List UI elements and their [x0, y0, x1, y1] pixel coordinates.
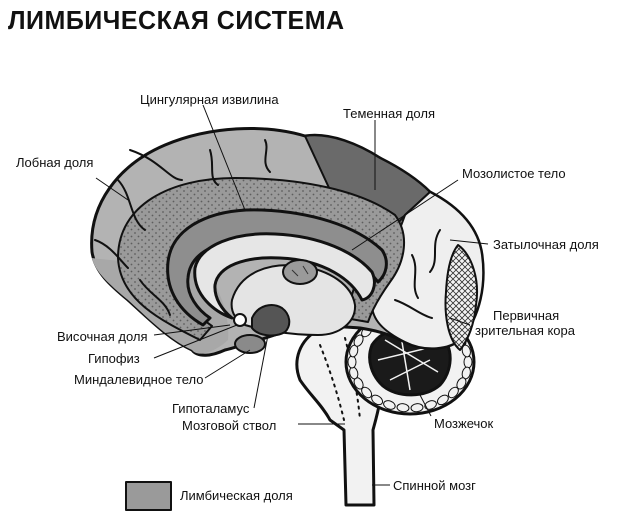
legend-swatch — [125, 481, 172, 511]
cerebellum-folium — [461, 344, 471, 358]
label-corpus-callosum: Мозолистое тело — [462, 166, 566, 181]
cerebellum-folium — [383, 400, 396, 410]
label-pituitary: Гипофиз — [88, 351, 140, 366]
cerebellum-folium — [424, 400, 437, 410]
cerebellum-folium — [456, 377, 467, 390]
label-spinal-cord: Спинной мозг — [393, 478, 476, 493]
cerebellum-folium — [347, 355, 357, 369]
label-amygdala: Миндалевидное тело — [74, 372, 203, 387]
label-hypothalamus: Гипоталамус — [172, 401, 250, 416]
cerebellum-folium — [371, 394, 384, 406]
cerebellum-folium — [436, 394, 449, 406]
cerebellum-folium — [396, 403, 410, 413]
primary-visual-cortex-shape — [444, 244, 478, 351]
amygdala-shape — [234, 334, 266, 354]
legend-label: Лимбическая доля — [180, 488, 293, 503]
page-title: ЛИМБИЧЕСКАЯ СИСТЕМА — [8, 6, 345, 36]
cerebellum-folium — [410, 403, 424, 413]
legend: Лимбическая доля — [125, 481, 293, 511]
leader-lines — [95, 104, 489, 486]
label-frontal-lobe: Лобная доля — [16, 155, 93, 170]
label-brainstem: Мозговой ствол — [182, 418, 276, 433]
label-cerebellum: Мозжечок — [434, 416, 494, 431]
label-cingulate-gyrus: Цингулярная извилина — [140, 92, 279, 107]
cerebellum-folium — [447, 386, 459, 399]
cerebellum-folium — [353, 334, 364, 347]
label-primary-visual-line2: зрительная кора — [475, 323, 576, 338]
label-temporal-lobe: Височная доля — [57, 329, 148, 344]
label-primary-visual-line1: Первичная — [493, 308, 559, 323]
pituitary-shape — [233, 313, 247, 327]
hypothalamus-shape — [251, 304, 291, 337]
cerebellum-folium — [463, 355, 473, 369]
corpus-callosum-shape — [193, 232, 376, 320]
label-occipital-lobe: Затылочная доля — [493, 237, 599, 252]
label-parietal-lobe: Теменная доля — [343, 106, 435, 121]
